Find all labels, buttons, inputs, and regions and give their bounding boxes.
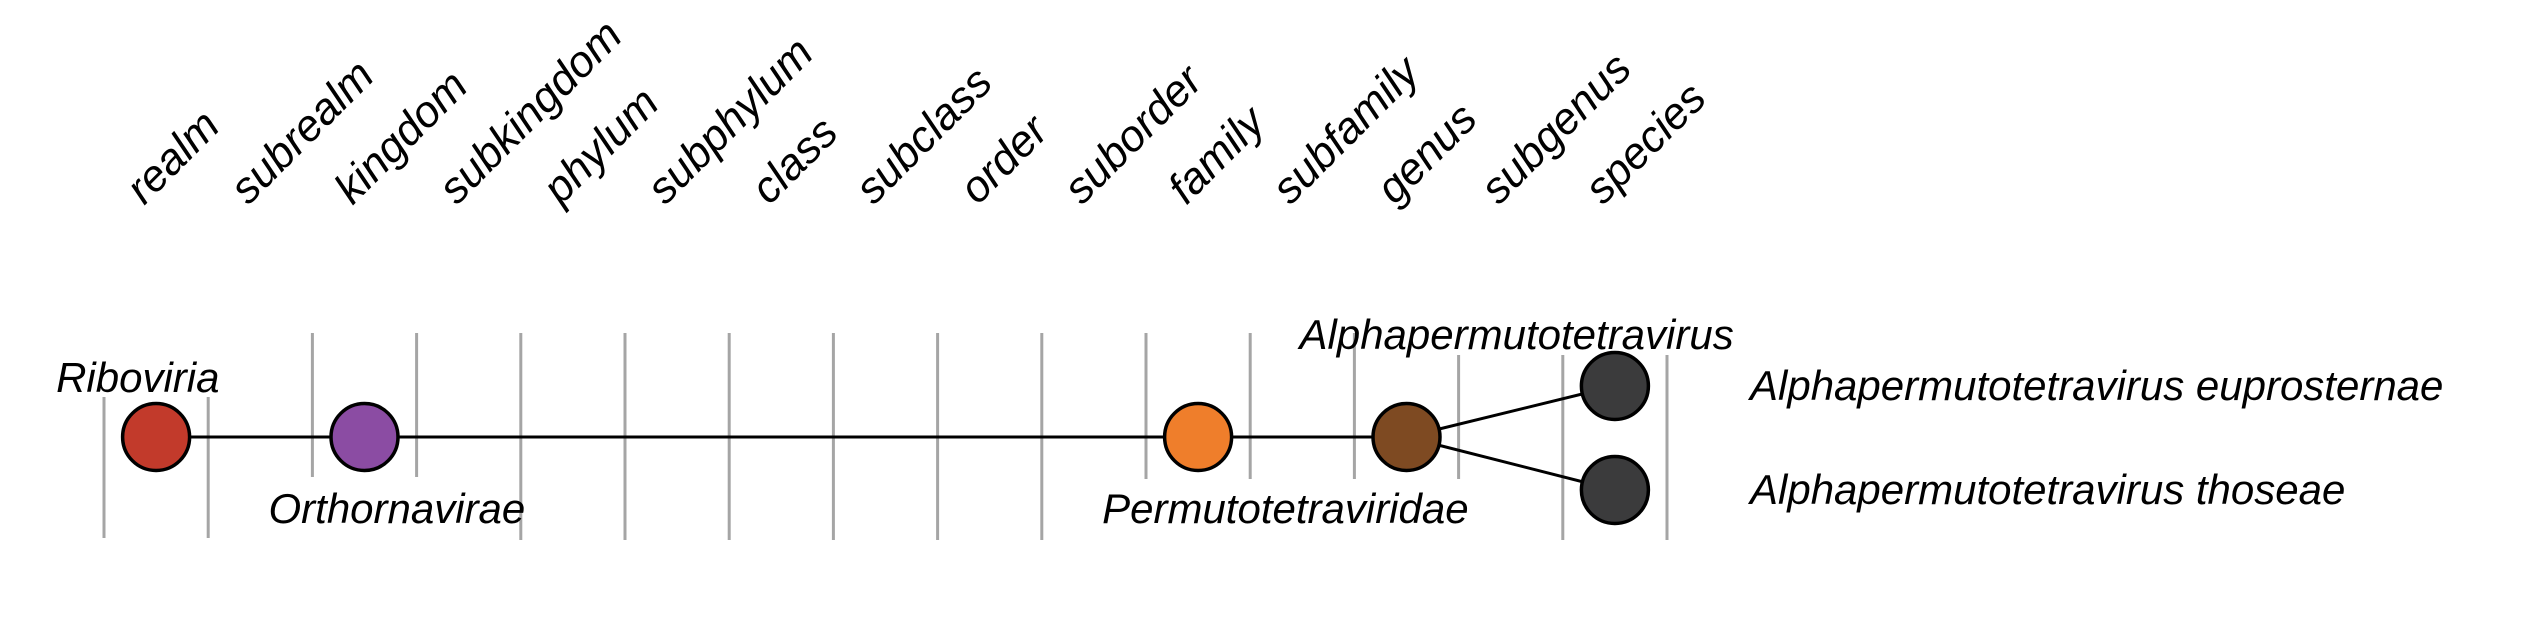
taxon-node-species[interactable]	[1579, 454, 1651, 526]
taxon-node-family[interactable]	[1162, 401, 1234, 473]
lineage-edge	[1406, 435, 1616, 492]
taxon-label-realm[interactable]: Riboviria	[56, 354, 219, 401]
taxon-node-genus[interactable]	[1371, 401, 1442, 473]
taxon-node-kingdom[interactable]	[329, 401, 400, 473]
taxon-label-species-1[interactable]: Alphapermutotetravirus thoseae	[1747, 466, 2345, 513]
taxon-node-species[interactable]	[1579, 350, 1651, 422]
lineage-edge	[1406, 384, 1616, 439]
taxon-label-kingdom[interactable]: Orthornavirae	[269, 485, 526, 532]
taxon-label-family[interactable]: Permutotetraviridae	[1102, 485, 1469, 532]
taxon-node-realm[interactable]	[120, 401, 192, 473]
taxon-label-species-0[interactable]: Alphapermutotetravirus euprosternae	[1747, 362, 2443, 409]
taxon-label-genus[interactable]: Alphapermutotetravirus	[1297, 311, 1734, 358]
